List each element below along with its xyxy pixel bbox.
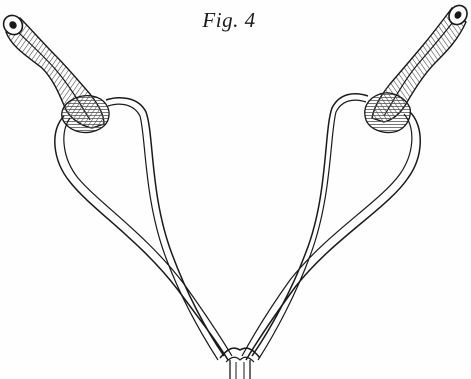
left-duct-loop — [55, 98, 232, 360]
right-bulb — [365, 93, 411, 133]
right-duct-loop — [242, 94, 420, 360]
left-bulb — [62, 96, 109, 133]
junction — [220, 348, 260, 379]
